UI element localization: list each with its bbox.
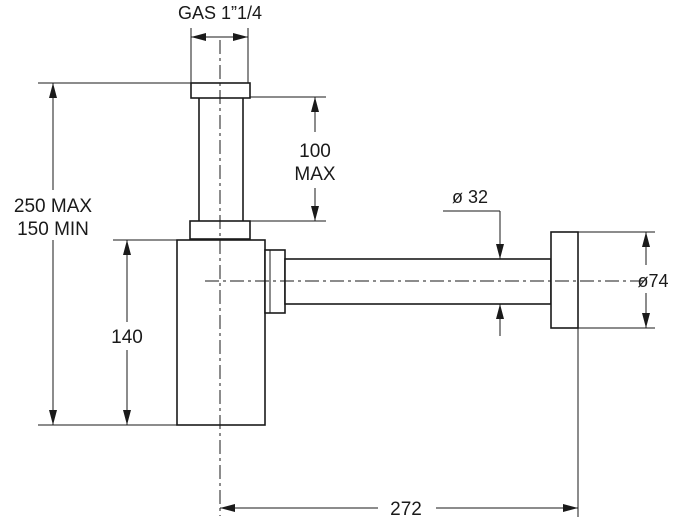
flange-arrow-top [642,232,650,247]
pipe-dia-arrow-top [496,244,504,259]
extension-arrow-top [311,97,319,112]
trap-body [176,239,266,426]
body-arrow-top [123,240,131,255]
gas-arrow-right [233,33,248,41]
gas-arrow-left [191,33,206,41]
pipe-dia-arrow-bottom [496,304,504,319]
gas-label: GAS 1”1/4 [178,3,262,23]
height-arrow-bottom [49,410,57,425]
body-height-label: 140 [111,327,143,348]
height-arrow-top [49,83,57,98]
pipe-diameter-label: ø 32 [452,187,488,207]
extension-arrow-bottom [311,206,319,221]
length-arrow-left [220,504,235,512]
extension-max-label: MAX [294,164,336,185]
wall-flange [550,231,579,329]
height-max-label: 250 MAX [14,196,92,217]
height-min-label: 150 MIN [17,219,89,240]
body-arrow-bottom [123,410,131,425]
length-label: 272 [390,499,422,519]
flange-diameter-label: ø74 [637,271,668,291]
length-arrow-right [563,504,578,512]
extension-value-label: 100 [299,141,331,162]
inlet-tube [198,96,244,224]
flange-arrow-bottom [642,313,650,328]
